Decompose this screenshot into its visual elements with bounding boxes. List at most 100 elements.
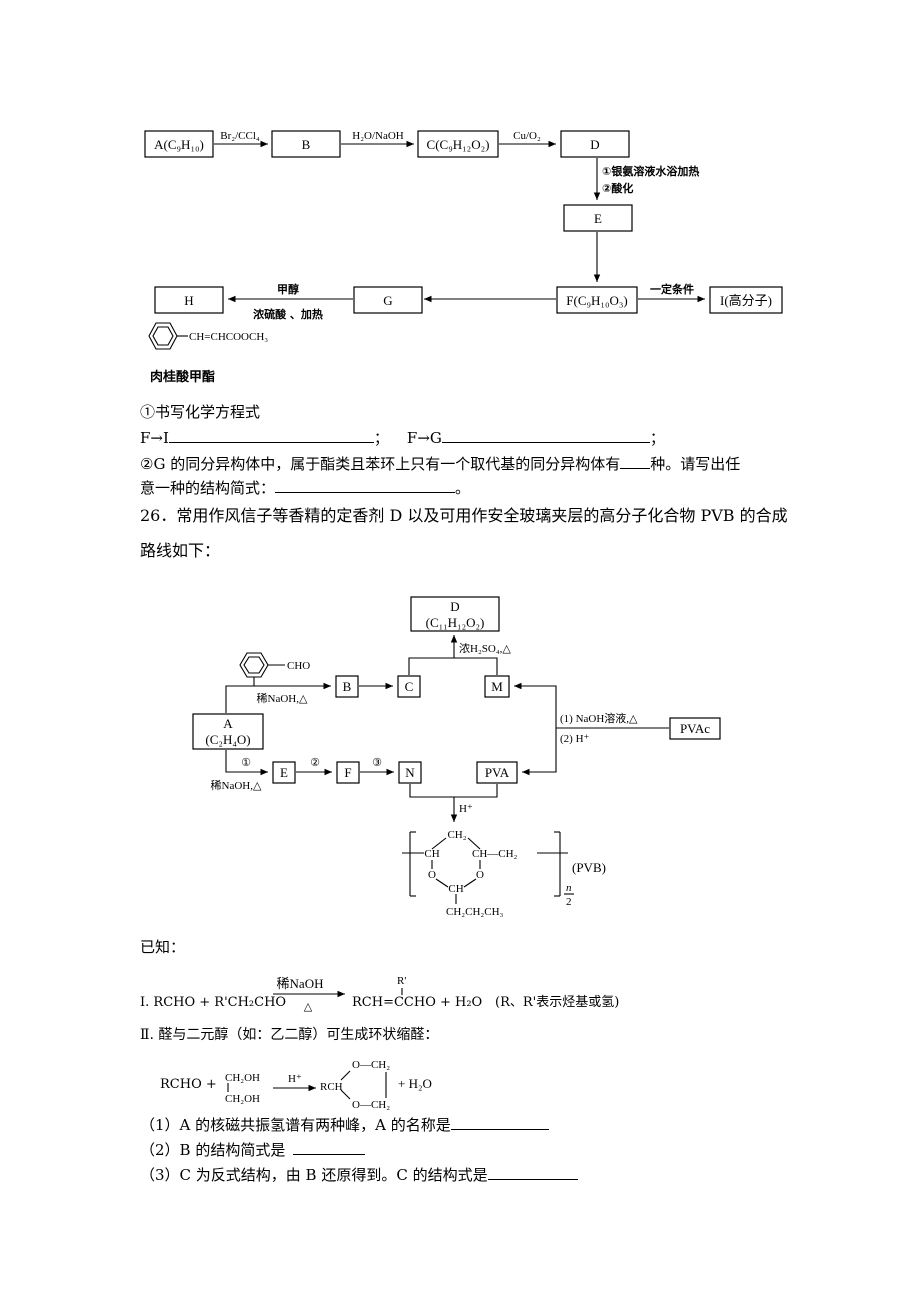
arrow-to-m: [514, 682, 557, 728]
box-d2: [410, 596, 500, 632]
pvb-structure: [402, 831, 568, 904]
h-name: 肉桂酸甲酯: [150, 369, 215, 385]
box-g: [353, 286, 423, 314]
known-ii-o1: O—CH₂: [352, 1059, 390, 1071]
arrow-ab2: [225, 682, 331, 713]
blank-isomer-structure[interactable]: [275, 478, 456, 493]
cond-pvac-2: (2) H⁺: [560, 733, 590, 745]
box-e2: [272, 761, 296, 784]
label-a2-2: (C₂H₄O): [205, 732, 250, 747]
question-3-line: （3）C 为反式结构，由 B 还原得到。C 的结构式是: [140, 1165, 578, 1185]
q25-item2-end: 。: [455, 479, 471, 497]
q25-f-i: F→I: [140, 429, 169, 447]
q25-sep2: ；: [649, 429, 665, 447]
label-i: I(高分子): [720, 293, 772, 308]
pvb-ch-left: CH: [424, 848, 439, 860]
known-ii-rch: RCH: [320, 1081, 343, 1093]
pvb-tail: CH₂CH₂CH₃: [446, 906, 504, 918]
cond-cd: Cu/O₂: [513, 130, 541, 142]
cond-pvac-1: (1) NaOH溶液,△: [560, 711, 638, 725]
cond-ab: Br₂/CCl₄: [220, 130, 260, 142]
label-pva: PVA: [485, 765, 510, 780]
label-m: M: [491, 679, 503, 694]
label-d: D: [590, 137, 599, 152]
cond-h-plus: H⁺: [459, 803, 473, 815]
cond-cd2: 浓H₂SO₄,△: [459, 642, 511, 655]
label-g: G: [383, 293, 392, 308]
q25-sep1: ；: [373, 429, 389, 447]
known-ii-rcho: RCHO +: [160, 1077, 217, 1092]
box-a: [144, 130, 214, 158]
known-ii-bond-up: [340, 1070, 351, 1081]
pvb-o1: O: [428, 869, 436, 881]
known-reactions: 稀NaOH △ R' CH₂OH CH₂OH H⁺ O—CH₂ RCH O—CH…: [225, 975, 432, 1111]
blank-q1[interactable]: [450, 1115, 549, 1130]
known-i-left: Ⅰ. RCHO + R'CH₂CHO: [140, 995, 287, 1010]
box-b: [271, 130, 341, 158]
pvb-ch2-top: CH₂: [447, 829, 466, 841]
label-f: F(C₉H₁₀O₃): [566, 293, 627, 308]
box-m: [484, 675, 510, 698]
label-e: E: [594, 211, 602, 226]
q25-eq-line: F→I ； F→G ；: [140, 428, 665, 448]
question-2-line: （2）B 的结构简式是: [140, 1140, 366, 1160]
cond-de-1: ①银氨溶液水浴加热: [602, 164, 699, 178]
bracket-c-m: [408, 657, 498, 675]
known-i-right: RCH=CCHO + H₂O: [352, 995, 483, 1010]
arrow-ae: [225, 750, 268, 776]
bracket-n-pva: [409, 784, 498, 798]
pvb-two: 2: [566, 896, 572, 908]
label-b: B: [302, 137, 311, 152]
known-ii-bond-down: [340, 1089, 351, 1100]
pvb-o2: O: [476, 869, 484, 881]
known-ii-ch2oh2: CH₂OH: [225, 1093, 260, 1105]
blank-q2[interactable]: [293, 1140, 366, 1155]
known-title: 已知：: [140, 938, 186, 956]
q25-f-g: F→G: [406, 429, 442, 447]
box-h: [154, 286, 224, 314]
known-i-cond: 稀NaOH: [277, 976, 324, 991]
cond-fi: 一定条件: [650, 282, 694, 296]
box-e: [563, 204, 633, 232]
pvb-ch-mid: CH: [448, 883, 463, 895]
blank-f-i[interactable]: [168, 428, 374, 443]
cond-de-2: ②酸化: [602, 181, 633, 195]
scheme-1: A(C₉H₁₀) Br₂/CCl₄ B H₂O/NaOH C(C₉H₁₂O₂) …: [144, 130, 783, 385]
box-c2: [397, 675, 421, 698]
known-i-note: (R、R'表示烃基或氢): [495, 995, 620, 1010]
box-f2: [336, 761, 360, 784]
label-e2: E: [280, 765, 288, 780]
label-c2: C: [405, 679, 414, 694]
known-ii-cond: H⁺: [288, 1073, 302, 1085]
benzaldehyde-icon: [239, 652, 285, 678]
benzene-ring-icon: [148, 322, 178, 350]
label-h: H: [184, 293, 193, 308]
label-d2-2: (C₁₁H₁₂O₂): [426, 615, 485, 630]
question-3: （3）C 为反式结构，由 B 还原得到。C 的结构式是: [140, 1166, 488, 1184]
circle-3: ③: [372, 757, 382, 769]
blank-q3[interactable]: [487, 1165, 578, 1180]
blank-f-g[interactable]: [441, 428, 650, 443]
q25-item2-b: 种。请写出任: [650, 455, 741, 473]
box-i: [709, 286, 783, 314]
known-ii-o2: O—CH₂: [352, 1099, 390, 1111]
cho-label: CHO: [287, 660, 310, 672]
label-b2: B: [343, 679, 352, 694]
scheme-2: D (C₁₁H₁₂O₂) 浓H₂SO₄,△ CHO 稀NaOH,△ B C M …: [192, 596, 721, 918]
q25-item2-c: 意一种的结构简式：: [140, 479, 276, 497]
pvb-ch-ch2: CH—CH₂: [472, 848, 518, 860]
q25-item1: ①书写化学方程式: [140, 403, 261, 421]
cond-ae: 稀NaOH,△: [211, 779, 262, 792]
q25-item2-line2: 意一种的结构简式： 。: [140, 478, 470, 498]
blank-isomer-count[interactable]: [620, 454, 651, 469]
circle-2: ②: [310, 757, 320, 769]
label-a2-1: A: [223, 716, 233, 731]
arrow-to-pva: [522, 728, 557, 776]
q26-stem-2: 路线如下：: [140, 541, 221, 560]
question-1-line: （1）A 的核磁共振氢谱有两种峰，A 的名称是: [140, 1115, 549, 1135]
box-d: [560, 130, 630, 158]
pvb-n: n: [566, 882, 572, 894]
box-n: [398, 761, 422, 784]
